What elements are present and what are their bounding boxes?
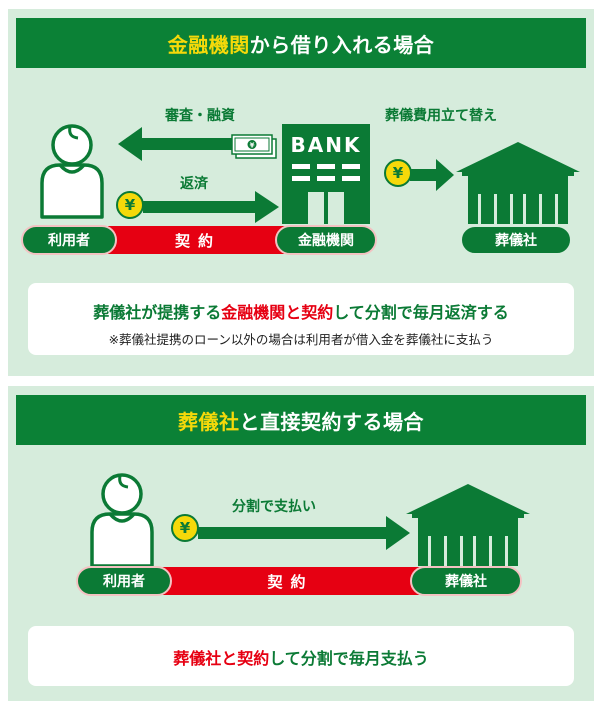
summary-part-2: して分割で毎月支払う: [269, 649, 429, 668]
person-icon: [90, 473, 154, 568]
summary-part-1: 葬儀社が提携する: [93, 303, 222, 322]
bank-building-icon: BANK: [282, 124, 370, 224]
pill-funeral: 葬儀社: [460, 225, 572, 255]
pill-funeral: 葬儀社: [410, 566, 522, 596]
review-loan-label: 審査・融資: [165, 108, 235, 124]
funeral-cost-advance-label: 葬儀費用立て替え: [385, 108, 497, 124]
section-direct-contract: 葬儀社と直接契約する場合 分割で支払い ¥ 契約 利用者 葬儀社 葬儀社と契約し…: [8, 386, 594, 701]
section-1-title-highlight: 金融機関: [167, 32, 250, 57]
section-2-title-highlight: 葬儀社: [178, 409, 240, 434]
section-bank-loan: 金融機関から借り入れる場合 審査・融資 ¥ 返済 ¥ BANK 葬儀費用立て替え…: [8, 9, 594, 376]
contract-bar: 契約: [108, 226, 288, 254]
banknote-icon: ¥: [231, 134, 277, 159]
person-icon: [40, 124, 104, 219]
yen-coin-icon: ¥: [116, 191, 144, 219]
summary-part-2-red: 金融機関と契約: [221, 303, 334, 322]
arrow-left-icon: [118, 127, 243, 161]
repayment-label: 返済: [180, 176, 208, 192]
summary-part-3: して分割で毎月返済する: [333, 303, 509, 322]
section-2-header: 葬儀社と直接契約する場合: [16, 395, 586, 445]
section-2-summary: 葬儀社と契約して分割で毎月支払う: [28, 645, 574, 669]
arrow-right-icon: [198, 516, 410, 550]
summary-part-1-red: 葬儀社と契約: [173, 649, 270, 668]
section-1-summary-box: 葬儀社が提携する金融機関と契約して分割で毎月返済する ※葬儀社提携のローン以外の…: [28, 283, 574, 355]
pill-user: 利用者: [21, 225, 117, 255]
bank-sign-text: BANK: [291, 133, 362, 157]
section-1-summary: 葬儀社が提携する金融機関と契約して分割で毎月返済する: [28, 299, 574, 323]
arrow-right-icon-2: [410, 159, 454, 191]
section-1-header: 金融機関から借り入れる場合: [16, 18, 586, 68]
section-2-title-rest: と直接契約する場合: [239, 409, 424, 434]
arrow-right-icon: [143, 191, 279, 223]
installment-payment-label: 分割で支払い: [232, 499, 316, 515]
pill-user: 利用者: [76, 566, 172, 596]
yen-coin-icon: ¥: [171, 514, 199, 542]
section-1-title-rest: から借り入れる場合: [249, 32, 435, 57]
svg-text:¥: ¥: [250, 142, 255, 150]
contract-bar: 契約: [158, 567, 423, 595]
section-2-summary-box: 葬儀社と契約して分割で毎月支払う: [28, 626, 574, 686]
funeral-hall-icon: [456, 142, 580, 224]
funeral-hall-icon: [406, 484, 530, 566]
pill-bank: 金融機関: [275, 225, 377, 255]
section-1-footnote: ※葬儀社提携のローン以外の場合は利用者が借入金を葬儀社に支払う: [108, 332, 494, 347]
yen-coin-icon-2: ¥: [384, 159, 412, 187]
